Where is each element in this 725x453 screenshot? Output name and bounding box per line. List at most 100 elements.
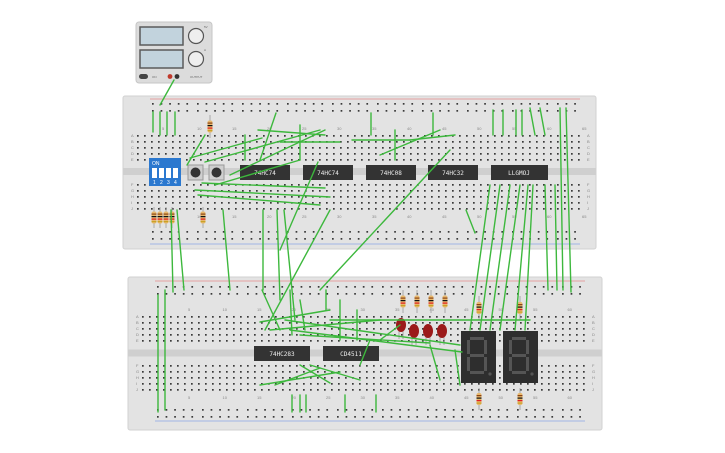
breadboard-hole[interactable]: [277, 190, 279, 192]
breadboard-hole[interactable]: [160, 103, 163, 105]
breadboard-hole[interactable]: [247, 340, 249, 342]
breadboard-hole[interactable]: [242, 153, 244, 155]
breadboard-hole[interactable]: [501, 159, 503, 161]
breadboard-hole[interactable]: [450, 316, 452, 318]
breadboard-hole[interactable]: [557, 238, 559, 240]
jumper-wire[interactable]: [465, 209, 476, 234]
breadboard-hole[interactable]: [289, 340, 291, 342]
breadboard-hole[interactable]: [249, 196, 251, 198]
breadboard-hole[interactable]: [478, 322, 480, 324]
resistor[interactable]: [163, 207, 169, 228]
breadboard-hole[interactable]: [562, 409, 564, 411]
breadboard-hole[interactable]: [484, 110, 486, 112]
breadboard-hole[interactable]: [219, 389, 221, 391]
breadboard-hole[interactable]: [137, 147, 139, 149]
breadboard-hole[interactable]: [247, 383, 249, 385]
breadboard-hole[interactable]: [268, 389, 270, 391]
breadboard-hole[interactable]: [137, 202, 139, 204]
breadboard-hole[interactable]: [212, 340, 214, 342]
breadboard-hole[interactable]: [443, 377, 445, 379]
breadboard-hole[interactable]: [464, 389, 466, 391]
breadboard-hole[interactable]: [375, 184, 377, 186]
breadboard-hole[interactable]: [443, 371, 445, 373]
breadboard-hole[interactable]: [277, 196, 279, 198]
resistor[interactable]: [151, 207, 157, 228]
breadboard-hole[interactable]: [382, 196, 384, 198]
breadboard-hole[interactable]: [331, 340, 333, 342]
breadboard-hole[interactable]: [564, 147, 566, 149]
breadboard-hole[interactable]: [207, 147, 209, 149]
power-switch[interactable]: [139, 74, 148, 79]
breadboard-hole[interactable]: [354, 141, 356, 143]
breadboard-hole[interactable]: [354, 208, 356, 210]
breadboard-hole[interactable]: [527, 322, 529, 324]
breadboard-hole[interactable]: [569, 377, 571, 379]
breadboard-hole[interactable]: [324, 340, 326, 342]
breadboard-hole[interactable]: [366, 371, 368, 373]
breadboard-hole[interactable]: [431, 190, 433, 192]
breadboard-hole[interactable]: [250, 231, 253, 233]
breadboard-hole[interactable]: [480, 416, 483, 418]
breadboard-hole[interactable]: [534, 322, 536, 324]
breadboard-hole[interactable]: [305, 184, 307, 186]
breadboard-hole[interactable]: [310, 377, 312, 379]
breadboard-hole[interactable]: [466, 159, 468, 161]
breadboard-hole[interactable]: [402, 231, 405, 233]
breadboard-hole[interactable]: [331, 322, 333, 324]
breadboard-hole[interactable]: [557, 135, 559, 137]
breadboard-hole[interactable]: [408, 383, 410, 385]
resistor[interactable]: [442, 290, 448, 313]
breadboard-hole[interactable]: [169, 103, 171, 105]
breadboard-hole[interactable]: [467, 238, 469, 240]
breadboard-hole[interactable]: [396, 135, 398, 137]
breadboard-hole[interactable]: [200, 208, 202, 210]
breadboard-hole[interactable]: [546, 238, 549, 240]
breadboard-hole[interactable]: [569, 383, 571, 385]
breadboard-hole[interactable]: [156, 365, 158, 367]
breadboard-hole[interactable]: [291, 196, 293, 198]
breadboard-hole[interactable]: [394, 371, 396, 373]
breadboard-hole[interactable]: [578, 196, 580, 198]
breadboard-hole[interactable]: [461, 416, 464, 418]
breadboard-hole[interactable]: [177, 334, 179, 336]
breadboard-hole[interactable]: [361, 202, 363, 204]
chip-llgmoj[interactable]: LLGMOJ: [491, 165, 548, 180]
breadboard-hole[interactable]: [394, 103, 396, 105]
breadboard-hole[interactable]: [332, 231, 334, 233]
breadboard-hole[interactable]: [515, 141, 517, 143]
breadboard-hole[interactable]: [186, 202, 188, 204]
breadboard-hole[interactable]: [219, 293, 221, 295]
breadboard-hole[interactable]: [515, 208, 517, 210]
breadboard-hole[interactable]: [347, 141, 349, 143]
breadboard-hole[interactable]: [536, 147, 538, 149]
breadboard-hole[interactable]: [242, 135, 244, 137]
breadboard-hole[interactable]: [345, 340, 347, 342]
breadboard-hole[interactable]: [471, 389, 473, 391]
breadboard-hole[interactable]: [340, 159, 342, 161]
breadboard-hole[interactable]: [151, 190, 153, 192]
breadboard-hole[interactable]: [438, 135, 440, 137]
breadboard-hole[interactable]: [436, 334, 438, 336]
breadboard-hole[interactable]: [436, 316, 438, 318]
breadboard-hole[interactable]: [242, 196, 244, 198]
breadboard-hole[interactable]: [319, 202, 321, 204]
breadboard-hole[interactable]: [207, 159, 209, 161]
breadboard-hole[interactable]: [182, 293, 185, 295]
breadboard-hole[interactable]: [212, 334, 214, 336]
breadboard-hole[interactable]: [499, 371, 501, 373]
breadboard-hole[interactable]: [410, 202, 412, 204]
breadboard-hole[interactable]: [340, 103, 343, 105]
breadboard-hole[interactable]: [345, 316, 347, 318]
breadboard-hole[interactable]: [429, 377, 431, 379]
negative-terminal[interactable]: [174, 74, 180, 79]
breadboard-hole[interactable]: [473, 208, 475, 210]
dip-switch-3[interactable]: [166, 168, 171, 178]
breadboard-hole[interactable]: [242, 190, 244, 192]
breadboard-hole[interactable]: [541, 328, 543, 330]
breadboard-hole[interactable]: [226, 383, 228, 385]
breadboard-hole[interactable]: [340, 184, 342, 186]
breadboard-hole[interactable]: [557, 196, 559, 198]
breadboard-hole[interactable]: [284, 153, 286, 155]
breadboard-hole[interactable]: [499, 322, 501, 324]
breadboard-hole[interactable]: [396, 208, 398, 210]
